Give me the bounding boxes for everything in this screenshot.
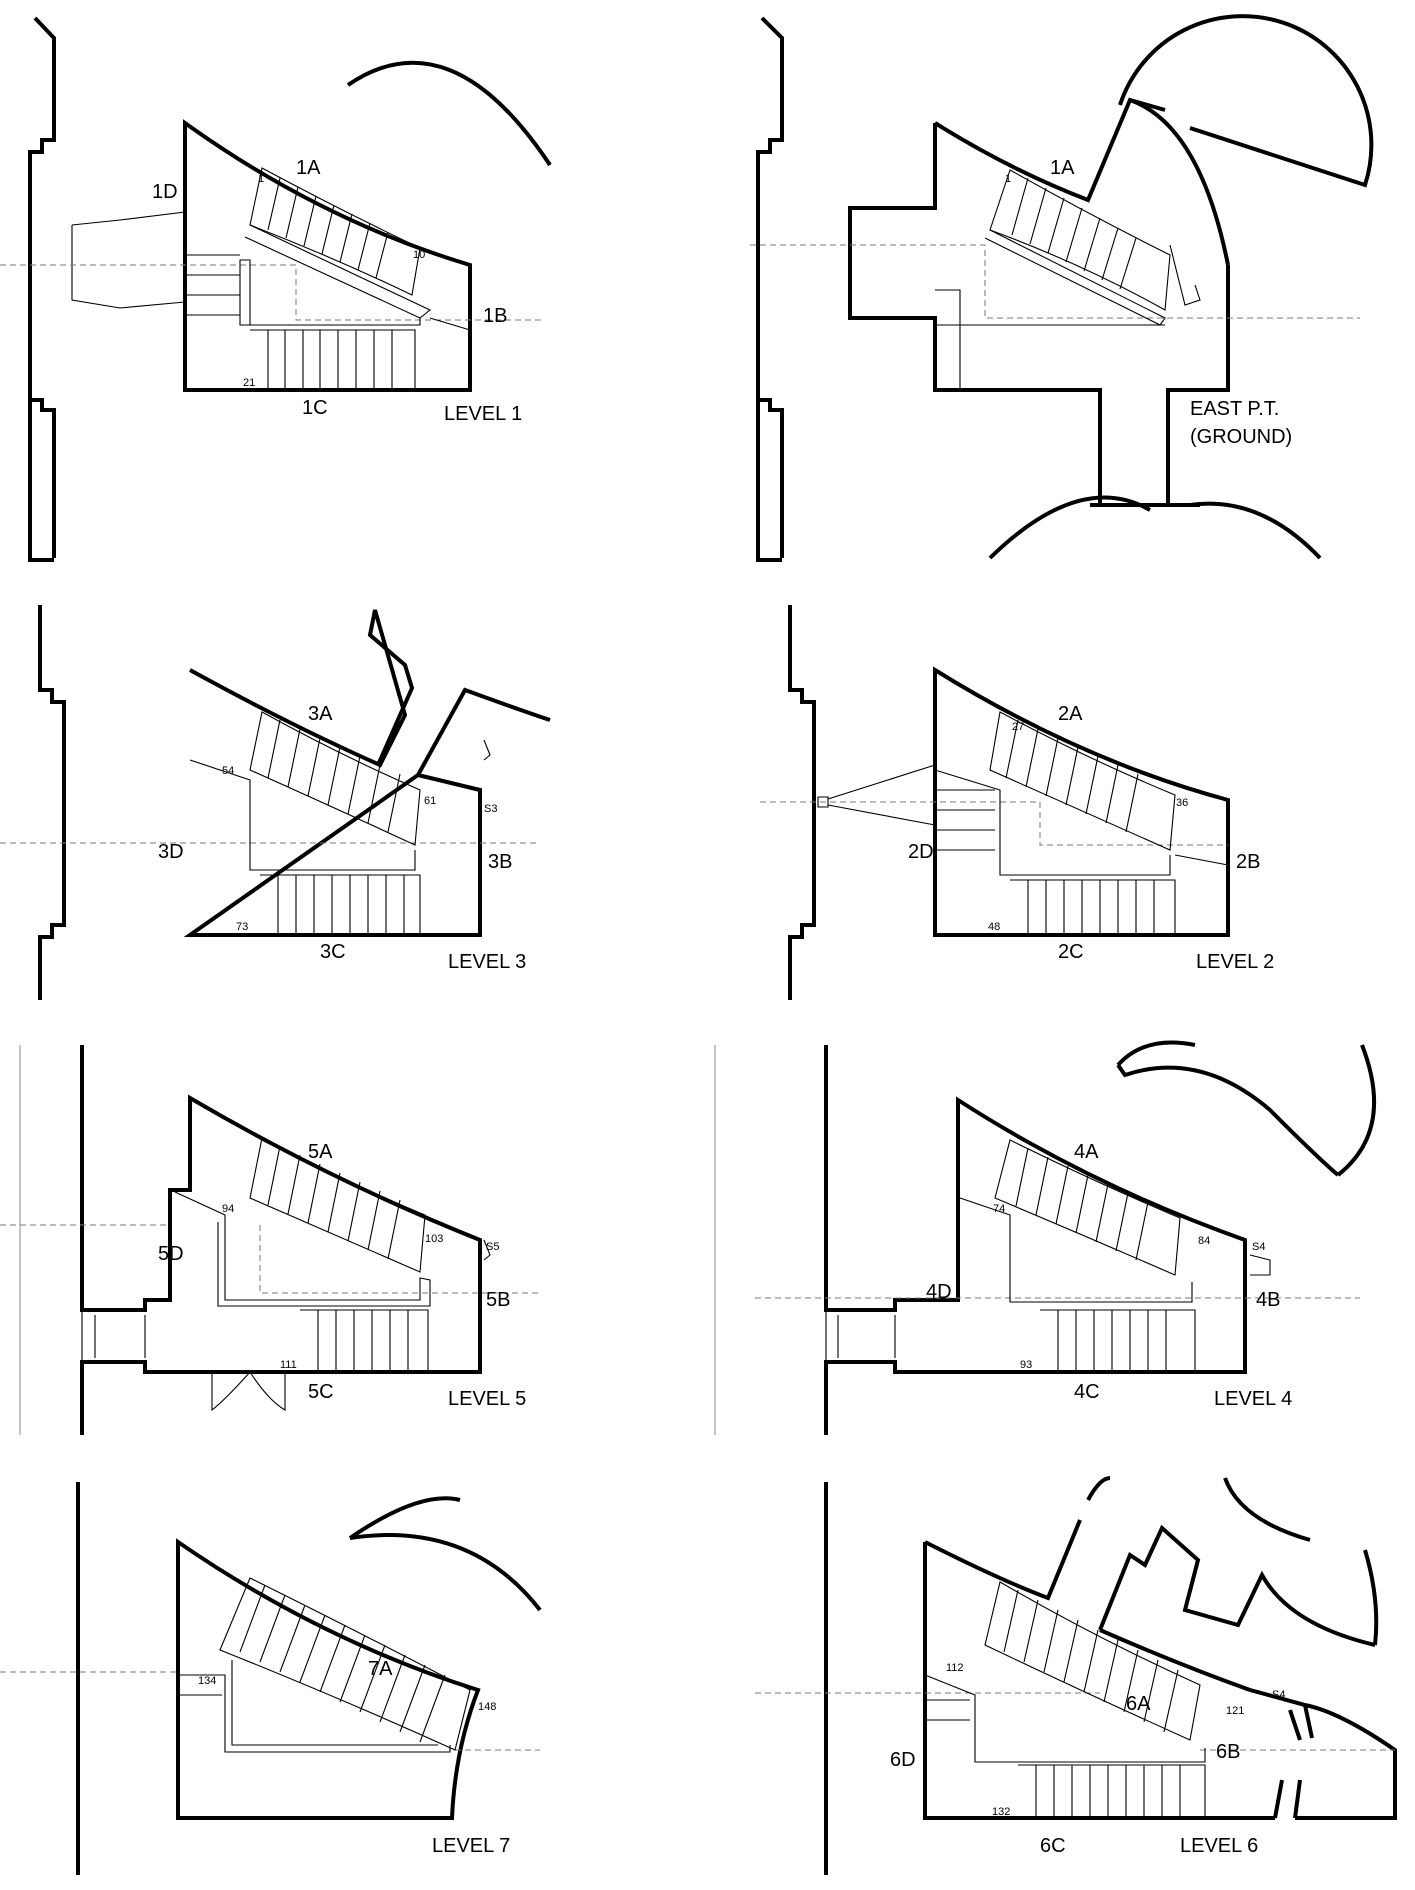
plan-level-7: 7A LEVEL 7 134 148 bbox=[0, 1482, 542, 1875]
level-4-step-last: 93 bbox=[1020, 1359, 1032, 1371]
plan-level-3: 3A 3D 3B 3C LEVEL 3 54 61 73 S3 bbox=[0, 605, 551, 1000]
level-5-title: LEVEL 5 bbox=[448, 1388, 526, 1410]
level-3-label-d: 3D bbox=[158, 841, 184, 863]
level-4-label-d: 4D bbox=[926, 1281, 952, 1303]
level-5-label-d: 5D bbox=[158, 1243, 184, 1265]
level-4-label-a: 4A bbox=[1074, 1141, 1099, 1163]
level-4-label-b: 4B bbox=[1256, 1289, 1280, 1311]
level-1-step-last: 21 bbox=[243, 377, 255, 389]
level-2-step-first: 27 bbox=[1012, 721, 1024, 733]
plan-level-6: 6A 6D 6B 6C LEVEL 6 112 121 132 S4 bbox=[755, 1476, 1397, 1875]
level-7-step-first: 134 bbox=[198, 1675, 216, 1687]
level-3-label-c: 3C bbox=[320, 941, 346, 963]
plan-level-2: 2A 2D 2B 2C LEVEL 2 27 36 48 bbox=[760, 605, 1274, 1000]
level-5-step-first: 94 bbox=[222, 1203, 234, 1215]
level-6-label-d: 6D bbox=[890, 1749, 916, 1771]
level-4-title: LEVEL 4 bbox=[1214, 1388, 1292, 1410]
level-4-step-mid: 84 bbox=[1198, 1235, 1210, 1247]
level-3-label-s: S3 bbox=[484, 803, 497, 815]
level-1-label-a: 1A bbox=[296, 157, 321, 179]
level-4-label-c: 4C bbox=[1074, 1381, 1100, 1403]
stair-flight-upper bbox=[244, 167, 432, 319]
plan-level-4: 4A 4D 4B 4C LEVEL 4 74 84 93 S4 bbox=[714, 1040, 1377, 1435]
level-3-label-a: 3A bbox=[308, 703, 333, 725]
stair-flight-lower bbox=[185, 254, 471, 390]
level-5-label-b: 5B bbox=[486, 1289, 510, 1311]
level-2-step-mid: 36 bbox=[1176, 797, 1188, 809]
level-5-step-mid: 103 bbox=[425, 1233, 443, 1245]
stair-flight-level-3 bbox=[189, 711, 491, 935]
level-6-title: LEVEL 6 bbox=[1180, 1835, 1258, 1857]
level-3-step-mid: 61 bbox=[424, 795, 436, 807]
level-6-step-first: 112 bbox=[946, 1662, 964, 1674]
stair-flight-level-7 bbox=[178, 1577, 471, 1753]
level-5-label-c: 5C bbox=[308, 1381, 334, 1403]
level-6-label-a: 6A bbox=[1126, 1693, 1151, 1715]
plan-level-1: 1A 1D 1B 1C LEVEL 1 1 10 21 bbox=[0, 16, 552, 562]
ground-title-line-1: EAST P.T. bbox=[1190, 398, 1279, 420]
stair-flight-level-2 bbox=[934, 711, 1229, 935]
level-6-label-c: 6C bbox=[1040, 1835, 1066, 1857]
level-2-label-a: 2A bbox=[1058, 703, 1083, 725]
level-2-step-last: 48 bbox=[988, 921, 1000, 933]
level-5-label-s: S5 bbox=[486, 1241, 499, 1253]
stair-flight-level-6 bbox=[924, 1581, 1206, 1818]
level-1-step-mid: 10 bbox=[413, 249, 425, 261]
level-6-label-s: S4 bbox=[1272, 1689, 1285, 1701]
level-6-step-mid: 121 bbox=[1226, 1705, 1244, 1717]
level-2-title: LEVEL 2 bbox=[1196, 951, 1274, 973]
level-3-step-first: 54 bbox=[222, 765, 234, 777]
level-5-label-a: 5A bbox=[308, 1141, 333, 1163]
level-3-label-b: 3B bbox=[488, 851, 512, 873]
level-4-step-first: 74 bbox=[993, 1203, 1005, 1215]
ground-step-first: 1 bbox=[1005, 173, 1011, 185]
level-1-label-c: 1C bbox=[302, 397, 328, 419]
level-6-label-b: 6B bbox=[1216, 1741, 1240, 1763]
level-5-step-last: 111 bbox=[280, 1359, 297, 1371]
level-3-step-last: 73 bbox=[236, 921, 248, 933]
plan-level-5: 5A 5D 5B 5C LEVEL 5 94 103 111 S5 bbox=[0, 1045, 540, 1435]
level-1-label-d: 1D bbox=[152, 181, 178, 203]
stair-flight-level-5 bbox=[174, 1137, 491, 1372]
level-1-label-b: 1B bbox=[483, 305, 507, 327]
level-7-label-a: 7A bbox=[368, 1658, 393, 1680]
level-2-label-d: 2D bbox=[908, 841, 934, 863]
plan-ground: 1A 1 EAST P.T. (GROUND) bbox=[750, 14, 1374, 562]
ground-title-line-2: (GROUND) bbox=[1190, 426, 1292, 448]
level-7-step-last: 148 bbox=[478, 1701, 496, 1713]
level-2-label-c: 2C bbox=[1058, 941, 1084, 963]
level-1-title: LEVEL 1 bbox=[444, 403, 522, 425]
ground-label-a: 1A bbox=[1050, 157, 1075, 179]
stair-flight-ground bbox=[935, 169, 1201, 390]
level-2-label-b: 2B bbox=[1236, 851, 1260, 873]
level-4-label-s: S4 bbox=[1252, 1241, 1265, 1253]
level-7-title: LEVEL 7 bbox=[432, 1835, 510, 1857]
stair-flight-level-4 bbox=[959, 1139, 1271, 1372]
level-6-step-last: 132 bbox=[992, 1806, 1010, 1818]
level-3-title: LEVEL 3 bbox=[448, 951, 526, 973]
level-1-step-first: 1 bbox=[258, 173, 264, 185]
